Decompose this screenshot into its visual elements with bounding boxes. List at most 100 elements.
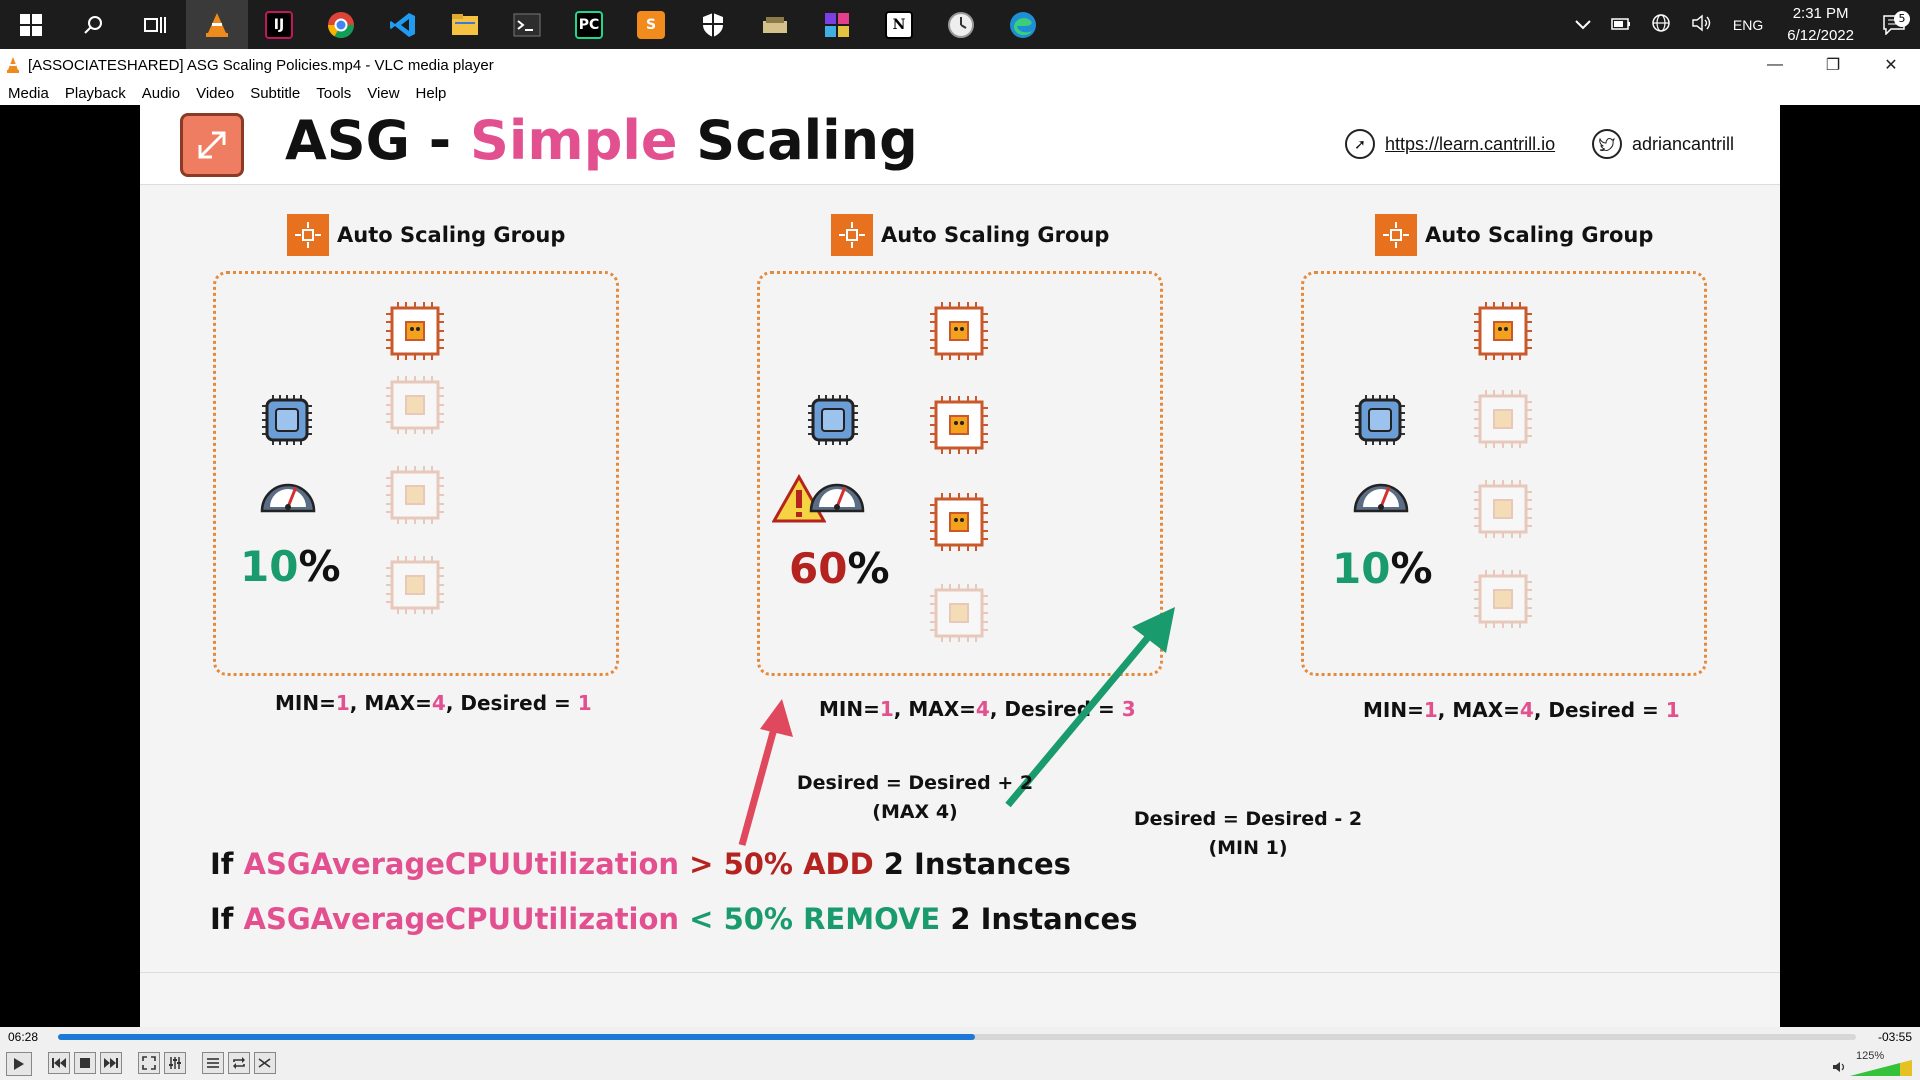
- network-globe-icon[interactable]: [1641, 13, 1681, 36]
- menu-media[interactable]: Media: [8, 84, 49, 102]
- security-icon[interactable]: [682, 0, 744, 49]
- terminal-icon[interactable]: [496, 0, 558, 49]
- seek-bar-area: 06:28 -03:55: [0, 1027, 1920, 1047]
- ec2-instance-inactive-icon: [386, 466, 444, 524]
- gauge-meter-icon: [1353, 483, 1409, 513]
- scaling-logo-icon: [180, 113, 244, 177]
- loop-button[interactable]: [228, 1052, 250, 1074]
- pycharm-icon[interactable]: PC: [558, 0, 620, 49]
- playlist-icon: [207, 1058, 219, 1068]
- menu-playback[interactable]: Playback: [64, 84, 126, 102]
- volume-slider[interactable]: [1850, 1060, 1912, 1076]
- cpu-utilization-value: 10%: [240, 542, 341, 591]
- menu-help[interactable]: Help: [415, 84, 447, 102]
- play-icon: [14, 1058, 24, 1070]
- menu-bar: Media Playback Audio Video Subtitle Tool…: [0, 81, 1920, 105]
- stop-button[interactable]: [74, 1052, 96, 1074]
- ec2-instance-inactive-icon: [1474, 570, 1532, 628]
- cpu-utilization-value: 60%: [789, 544, 890, 593]
- notion-icon[interactable]: N: [868, 0, 930, 49]
- ec2-instance-inactive-icon: [930, 584, 988, 642]
- search-icon[interactable]: [62, 0, 124, 49]
- asg-panel-title-2: Auto Scaling Group: [831, 213, 1109, 257]
- elapsed-time: 06:28: [8, 1030, 39, 1044]
- equalizer-icon: [169, 1057, 181, 1069]
- seek-progress-fill: [58, 1034, 975, 1040]
- window-title-bar[interactable]: [ASSOCIATESHARED] ASG Scaling Policies.m…: [0, 49, 1920, 81]
- ec2-instance-active-icon: [386, 302, 444, 360]
- shuffle-button[interactable]: [254, 1052, 276, 1074]
- taskbar-clock[interactable]: 2:31 PM 6/12/2022: [1773, 3, 1868, 47]
- skip-forward-icon: [104, 1058, 118, 1068]
- minimize-button[interactable]: —: [1767, 56, 1783, 73]
- twitter-credit: adriancantrill: [1592, 129, 1734, 159]
- start-icon[interactable]: [0, 0, 62, 49]
- asg-panel-title-1: Auto Scaling Group: [287, 213, 565, 257]
- cpu-chip-icon: [262, 395, 312, 445]
- asg-panel-3: 10%: [1301, 271, 1707, 676]
- app-icon-2[interactable]: [806, 0, 868, 49]
- scale-in-equation: Desired = Desired - 2 (MIN 1): [1133, 808, 1363, 859]
- skip-back-icon: [52, 1058, 66, 1068]
- asg-icon: [1375, 214, 1417, 256]
- close-button[interactable]: ✕: [1884, 57, 1898, 74]
- vlc-taskbar-icon[interactable]: [186, 0, 248, 49]
- gauge-meter-icon: [260, 483, 316, 513]
- vlc-cone-icon: [7, 57, 19, 73]
- scale-in-arrow: [1005, 607, 1175, 808]
- menu-audio[interactable]: Audio: [141, 84, 181, 102]
- speaker-icon[interactable]: [1681, 14, 1723, 35]
- ec2-instance-inactive-icon: [386, 556, 444, 614]
- battery-icon[interactable]: [1601, 17, 1641, 33]
- file-explorer-icon[interactable]: [434, 0, 496, 49]
- chrome-icon[interactable]: [310, 0, 372, 49]
- asg-panel-1: 10%: [213, 271, 619, 676]
- menu-tools[interactable]: Tools: [316, 84, 352, 102]
- cpu-chip-icon: [808, 395, 858, 445]
- language-indicator[interactable]: ENG: [1732, 16, 1764, 33]
- asg-icon: [287, 214, 329, 256]
- ec2-instance-active-icon: [930, 396, 988, 454]
- edge-icon[interactable]: [992, 0, 1054, 49]
- twitter-handle: adriancantrill: [1632, 133, 1735, 154]
- restore-button[interactable]: ❐: [1825, 57, 1841, 74]
- extended-settings-button[interactable]: [164, 1052, 186, 1074]
- menu-view[interactable]: View: [367, 84, 400, 102]
- website-credit: ➚ https://learn.cantrill.io: [1345, 129, 1555, 159]
- clock-app-icon[interactable]: [930, 0, 992, 49]
- vscode-icon[interactable]: [372, 0, 434, 49]
- system-tray: ENG 2:31 PM 6/12/2022 5: [1565, 0, 1920, 49]
- scale-out-rule: If ASGAverageCPUUtilization > 50% ADD 2 …: [210, 847, 1071, 881]
- previous-button[interactable]: [48, 1052, 70, 1074]
- chevron-up-icon[interactable]: [1565, 17, 1601, 33]
- video-area[interactable]: ASG - Simple Scaling ➚ https://learn.can…: [0, 105, 1920, 1027]
- cpu-chip-icon: [1355, 395, 1405, 445]
- play-button[interactable]: [6, 1052, 32, 1076]
- loop-icon: [233, 1057, 245, 1069]
- fullscreen-button[interactable]: [138, 1052, 160, 1074]
- ec2-instance-inactive-icon: [1474, 480, 1532, 538]
- app-icon[interactable]: [744, 0, 806, 49]
- seek-slider[interactable]: [58, 1034, 1856, 1040]
- next-button[interactable]: [100, 1052, 122, 1074]
- gauge-meter-icon: [809, 483, 865, 513]
- volume-control[interactable]: 125%: [1832, 1050, 1912, 1078]
- slide-title: ASG - Simple Scaling: [285, 109, 918, 172]
- asg-panel-title-3: Auto Scaling Group: [1375, 213, 1653, 257]
- intellij-icon[interactable]: IJ: [248, 0, 310, 49]
- menu-subtitle[interactable]: Subtitle: [250, 84, 301, 102]
- slide-footer-divider: [140, 972, 1780, 973]
- slide-header: ASG - Simple Scaling ➚ https://learn.can…: [140, 105, 1780, 185]
- website-link: https://learn.cantrill.io: [1385, 133, 1556, 154]
- task-view-icon[interactable]: [124, 0, 186, 49]
- asg-capacity-caption-3: MIN=1, MAX=4, Desired = 1: [1363, 698, 1680, 722]
- ec2-instance-inactive-icon: [1474, 390, 1532, 448]
- notification-center-button[interactable]: 5: [1868, 10, 1920, 35]
- ec2-instance-active-icon: [930, 493, 988, 551]
- notification-count-badge: 5: [1894, 10, 1910, 27]
- menu-video[interactable]: Video: [196, 84, 235, 102]
- playlist-button[interactable]: [202, 1052, 224, 1074]
- scale-out-arrow: [738, 699, 793, 846]
- scale-in-rule: If ASGAverageCPUUtilization < 50% REMOVE…: [210, 902, 1138, 936]
- sublime-icon[interactable]: S: [620, 0, 682, 49]
